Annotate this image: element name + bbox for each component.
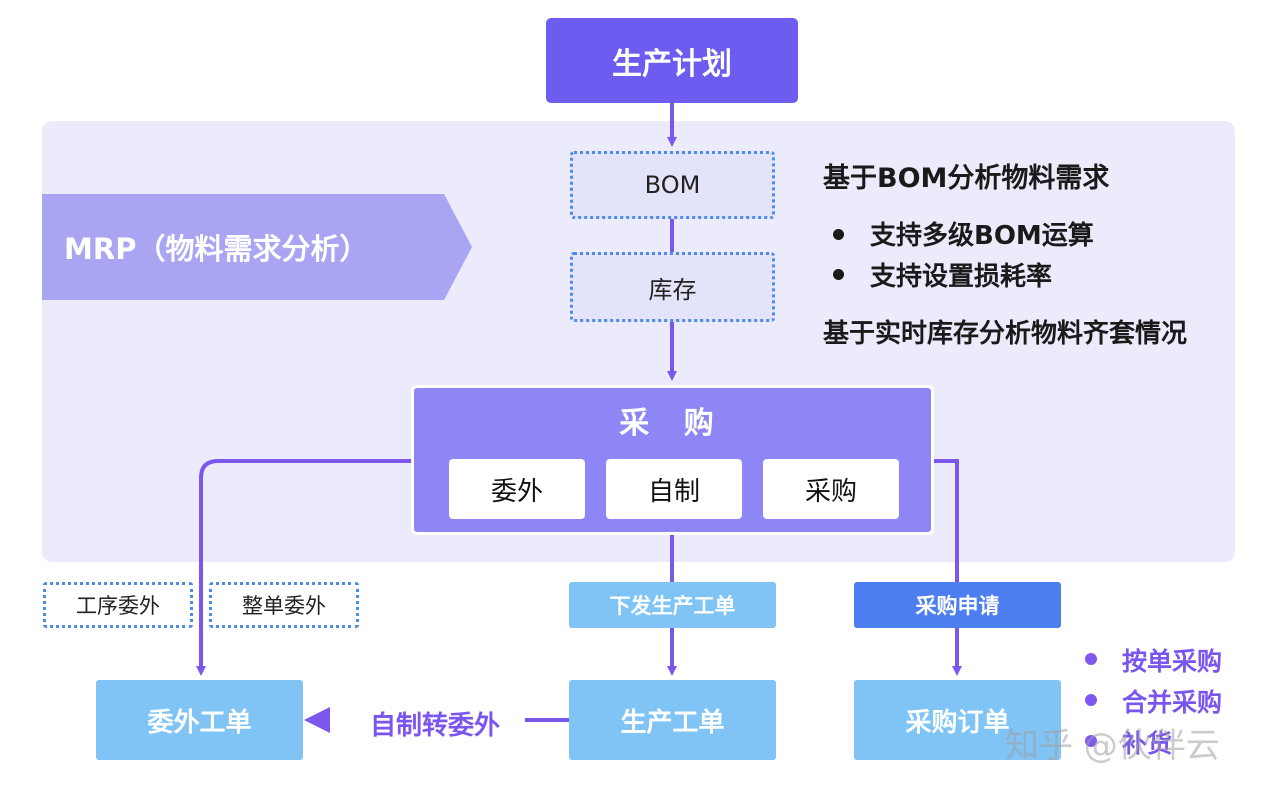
option-self-made: 自制	[606, 459, 742, 519]
inventory-box: 库存	[570, 252, 775, 322]
purchase-title: 采 购	[619, 406, 726, 441]
bom-box: BOM	[570, 151, 775, 219]
arrow-to-outsource-order	[196, 459, 411, 676]
option-purchase: 采购	[763, 459, 899, 519]
purchase-mode: 按单采购	[1122, 647, 1223, 676]
order-outsource-tag: 整单委外	[209, 582, 359, 628]
production-order-box: 生产工单	[569, 680, 776, 760]
info-bullet: 支持设置损耗率	[870, 262, 1053, 292]
option-outsource: 委外	[449, 459, 585, 519]
info-heading: 基于BOM分析物料需求	[823, 163, 1110, 194]
bullet-dot	[833, 229, 844, 240]
outsource-order-box: 委外工单	[96, 680, 303, 760]
mrp-banner: MRP（物料需求分析）	[42, 194, 472, 300]
purple-bullet-dot	[1085, 735, 1097, 747]
info-footer: 基于实时库存分析物料齐套情况	[823, 319, 1188, 349]
purple-bullet-dot	[1085, 653, 1097, 665]
info-bullet: 支持多级BOM运算	[870, 221, 1094, 251]
bullet-dot	[833, 269, 844, 280]
process-outsource-tag: 工序委外	[43, 582, 193, 628]
purchase-request-label: 采购申请	[854, 582, 1061, 628]
make-to-outsource-label: 自制转委外	[370, 711, 501, 741]
purchase-mode: 补货	[1122, 729, 1173, 758]
arrowhead-to-outsource-order	[304, 707, 330, 733]
watermark: 知乎 @伙伴云	[1005, 726, 1220, 766]
purple-bullet-dot	[1085, 694, 1097, 706]
purchase-order-box: 采购订单	[854, 680, 1061, 760]
line-to-purchase-request	[934, 459, 959, 582]
purchase-mode: 合并采购	[1122, 688, 1223, 717]
production-plan-box: 生产计划	[546, 18, 798, 103]
issue-order-label: 下发生产工单	[569, 582, 776, 628]
